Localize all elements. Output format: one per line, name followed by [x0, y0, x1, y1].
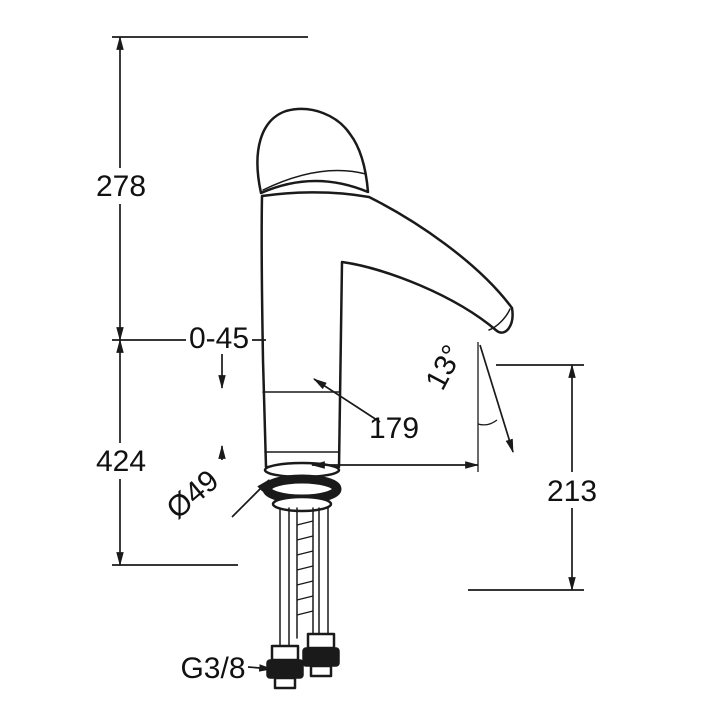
label-mask-278	[91, 168, 151, 204]
right-fitting-collar	[306, 632, 336, 650]
leader-arrow-diameter	[231, 479, 270, 518]
leader-arrow-body-axis	[313, 378, 381, 423]
thread-size-label: G3/8	[180, 652, 245, 685]
base-diameter-dimension-label: Ø49	[161, 464, 226, 526]
faucet-body-spout-outline	[260, 191, 514, 469]
leader-arrow-thread	[247, 664, 274, 672]
faucet-drawing	[256, 107, 514, 690]
right-fitting-tip	[309, 664, 333, 678]
left-fitting-collar	[270, 644, 300, 662]
upper-height-dimension-label: 278	[96, 170, 146, 203]
deck-thickness-dimension-label: 0-45	[189, 322, 249, 355]
left-fitting-tip	[273, 676, 297, 690]
angle-spray-line	[479, 344, 514, 454]
handle-joint-line	[262, 169, 367, 191]
spout-height-dimension-label: 213	[547, 475, 597, 508]
label-mask-213	[542, 472, 602, 508]
right-fitting-nut	[302, 647, 340, 667]
dimension-annotations: 278 0-45 424 179 13° Ø49 213 G3/8	[91, 35, 602, 685]
lower-height-dimension-label: 424	[96, 445, 146, 478]
angle-arc	[477, 419, 498, 426]
spray-angle-dimension-label: 13°	[419, 340, 469, 396]
shank-thread-hatching	[296, 520, 314, 616]
shank-and-hose-lines	[279, 507, 329, 649]
label-mask-0-45	[186, 320, 252, 354]
faucet-handle	[256, 107, 370, 195]
base-ring-ellipse	[271, 495, 333, 513]
label-mask-424	[91, 443, 151, 479]
spout-reach-dimension-label: 179	[369, 412, 419, 445]
spout-outlet-line	[488, 308, 511, 331]
left-fitting-nut	[266, 659, 304, 679]
